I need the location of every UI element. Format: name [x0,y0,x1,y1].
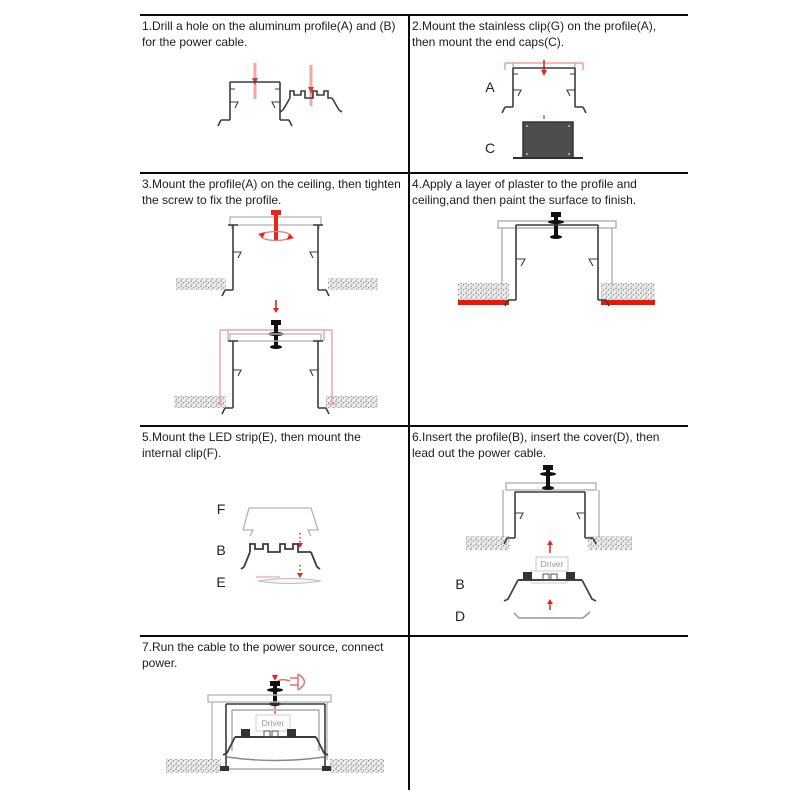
driver-label: Driver [541,559,564,569]
profile-b-assembly [222,729,329,756]
mounting-clip-bar [502,482,600,538]
step7-text: 7.Run the cable to the power source, con… [142,640,384,670]
steps-table: 1.Drill a hole on the aluminum profile(A… [140,14,688,790]
black-screw-icon [268,320,284,349]
step1-diagram [217,63,343,127]
down-arrow-icon [273,300,279,313]
profile-b-assembly [503,570,597,602]
step4-diagram [458,212,655,307]
step3-text: 3.Mount the profile(A) on the ceiling, t… [142,177,401,207]
profile-b-cross-section [279,90,343,113]
cover-strip-icon [513,611,591,619]
label-internal-clip-f: F [217,501,226,517]
ceiling-hatch [330,759,384,773]
profile-inner [226,709,325,770]
step7-diagram: Driver [166,673,384,773]
insert-arrow-icon [297,565,303,578]
step3-diagram [174,210,378,415]
step1-text: 1.Drill a hole on the aluminum profile(A… [142,19,396,49]
ceiling-hatch [166,759,221,773]
profile-foot [220,766,229,771]
label-led-strip-e: E [216,574,225,590]
cover-strip-icon [226,756,325,762]
internal-clip-icon [242,507,319,537]
ceiling-hatch [588,536,632,550]
ceiling-hatch [176,278,226,290]
label-cover-d: D [455,608,465,624]
plaster-layer [601,300,655,305]
profile-foot [322,766,331,771]
label-profile-b: B [216,542,225,558]
profile-a-mounted [221,224,330,297]
empty-cell [410,637,688,790]
table-row: 5.Mount the LED strip(E), then mount the… [140,427,688,637]
red-screw-icon [258,210,294,242]
step5-diagram: F B [216,501,322,590]
end-cap-icon [513,121,583,159]
step7-cell: 7.Run the cable to the power source, con… [140,637,410,790]
step2-cell: 2.Mount the stainless clip(G) on the pro… [410,16,688,172]
profile-a-mounted [221,340,330,415]
plaster-layer [458,300,509,305]
drill-line-a-icon [252,63,258,99]
step6-diagram: Driver B [455,465,632,624]
ceiling-hatch [466,536,510,550]
up-arrow-icon [547,599,553,610]
label-profile-a: A [485,79,495,95]
profile-a-mounted [503,491,597,545]
ceiling-hatch [328,278,378,290]
drill-line-b-icon [308,65,314,106]
table-row: 7.Run the cable to the power source, con… [140,637,688,790]
profile-outer [225,703,326,769]
ceiling-hatch [601,283,655,300]
mounting-clip-bar [229,333,322,342]
label-profile-b: B [455,576,464,592]
step2-text: 2.Mount the stainless clip(G) on the pro… [412,19,657,49]
black-screw-icon [540,465,556,490]
ceiling-hatch [458,283,509,300]
step1-cell: 1.Drill a hole on the aluminum profile(A… [140,16,410,172]
step3-cell: 3.Mount the profile(A) on the ceiling, t… [140,174,410,425]
step5-cell: 5.Mount the LED strip(E), then mount the… [140,427,410,635]
table-row: 3.Mount the profile(A) on the ceiling, t… [140,174,688,427]
driver-box: Driver [535,556,569,572]
step4-text: 4.Apply a layer of plaster to the profil… [412,177,637,207]
driver-box: Driver [255,714,291,732]
led-strip-icon [256,576,322,584]
driver-label: Driver [262,718,285,728]
cable-arrow-icon [272,675,278,681]
step6-cell: 6.Insert the profile(B), insert the cove… [410,427,688,635]
ceiling-hatch [174,396,226,408]
up-arrow-icon [547,540,553,553]
step2-diagram: A C [485,60,587,159]
profile-b-cross-section [240,543,321,570]
ceiling-hatch [326,396,378,408]
step4-cell: 4.Apply a layer of plaster to the profil… [410,174,688,425]
table-row: 1.Drill a hole on the aluminum profile(A… [140,16,688,174]
step5-text: 5.Mount the LED strip(E), then mount the… [142,430,361,460]
step6-text: 6.Insert the profile(B), insert the cove… [412,430,660,460]
profile-a-mounted [504,224,610,307]
profile-a-cross-section [217,81,293,127]
mounting-clip-bar [207,694,332,760]
profile-a-cross-section [501,67,587,114]
black-screw-icon [548,212,564,239]
label-end-cap-c: C [485,140,495,156]
